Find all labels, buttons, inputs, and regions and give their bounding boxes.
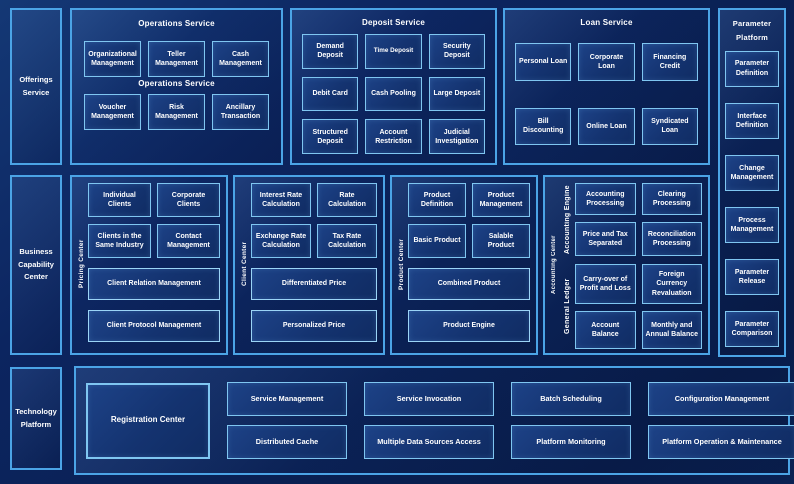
box-contact-management: Contact Management — [157, 224, 220, 258]
box-clients-same-industry: Clients in the Same Industry — [88, 224, 151, 258]
product-center-label: Product Center — [398, 238, 405, 290]
business-capability-center-label: Business Capability Center — [18, 246, 54, 282]
box-voucher-management: Voucher Management — [84, 94, 141, 130]
box-process-management: Process Management — [725, 206, 779, 243]
box-account-restriction: Account Restriction — [365, 119, 422, 154]
box-corporate-loan: Corporate Loan — [578, 43, 635, 81]
box-price-tax-separated: Price and Tax Separated — [575, 222, 636, 256]
box-differentiated-price: Differentiated Price — [251, 268, 377, 300]
box-tax-rate-calculation: Tax Rate Calculation — [317, 224, 377, 258]
box-interest-rate-calculation: Interest Rate Calculation — [251, 183, 311, 217]
box-product-engine: Product Engine — [408, 310, 530, 342]
box-carry-over-profit-loss: Carry-over of Profit and Loss — [575, 264, 636, 304]
technology-platform-label: Technology Platform — [15, 406, 57, 429]
box-salable-product: Salable Product — [472, 224, 530, 258]
technology-platform-panel: Registration Center Service Management D… — [74, 366, 794, 475]
bottom-column-configuration: Configuration Management Platform Operat… — [648, 382, 794, 459]
operations-service-title: Operations Service — [138, 19, 215, 28]
box-structured-deposit: Structured Deposit — [302, 119, 359, 154]
box-ancillary-transaction: Ancillary Transaction — [212, 94, 269, 130]
box-multiple-data-sources-access: Multiple Data Sources Access — [364, 425, 494, 459]
parameter-platform-panel: Parameter Platform Parameter Definition … — [718, 8, 786, 357]
box-financing-credit: Financing Credit — [641, 43, 698, 81]
client-center-label: Client Center — [241, 241, 248, 287]
box-debit-card: Debit Card — [302, 76, 359, 112]
bottom-column-batch: Batch Scheduling Platform Monitoring — [511, 382, 631, 459]
operations-service-panel: Operations Service Organizational Manage… — [70, 8, 283, 165]
box-personalized-price: Personalized Price — [251, 310, 377, 342]
parameter-platform-title: Parameter Platform — [732, 19, 772, 43]
general-ledger-label: General Ledger — [564, 278, 571, 335]
box-reconciliation-processing: Reconciliation Processing — [641, 222, 702, 256]
box-parameter-definition: Parameter Definition — [725, 50, 779, 87]
box-risk-management: Risk Management — [148, 94, 205, 130]
box-syndicated-loan: Syndicated Loan — [641, 107, 698, 145]
box-organizational-management: Organizational Management — [84, 41, 141, 77]
product-center-panel: Product Center Product Definition Produc… — [390, 175, 538, 355]
bottom-column-service: Service Management Distributed Cache — [227, 382, 347, 459]
box-platform-monitoring: Platform Monitoring — [511, 425, 631, 459]
box-online-loan: Online Loan — [578, 107, 635, 145]
box-rate-calculation: Rate Calculation — [317, 183, 377, 217]
box-large-deposit: Large Deposit — [428, 76, 485, 112]
box-parameter-comparison: Parameter Comparison — [725, 310, 779, 347]
pricing-center-label: Pricing Center — [78, 239, 85, 289]
box-configuration-management: Configuration Management — [648, 382, 794, 416]
loan-service-title: Loan Service — [580, 18, 633, 27]
box-basic-product: Basic Product — [408, 224, 466, 258]
box-registration-center: Registration Center — [86, 382, 210, 459]
box-demand-deposit: Demand Deposit — [302, 34, 359, 69]
box-foreign-currency-revaluation: Foreign Currency Revaluation — [641, 264, 702, 304]
business-capability-center-rail: Business Capability Center — [10, 175, 62, 355]
technology-platform-rail: Technology Platform — [10, 367, 62, 470]
box-personal-loan: Personal Loan — [515, 43, 572, 81]
accounting-engine-group: Accounting Engine Accounting Processing … — [560, 183, 702, 256]
box-time-deposit: Time Deposit — [365, 34, 422, 69]
box-accounting-processing: Accounting Processing — [575, 183, 636, 215]
box-bill-discounting: Bill Discounting — [515, 107, 572, 145]
box-account-balance: Account Balance — [575, 311, 636, 349]
loan-service-panel: Loan Service Personal Loan Corporate Loa… — [503, 8, 710, 165]
box-monthly-annual-balance: Monthly and Annual Balance — [641, 311, 702, 349]
box-parameter-release: Parameter Release — [725, 258, 779, 295]
box-corporate-clients: Corporate Clients — [157, 183, 220, 217]
box-product-management: Product Management — [472, 183, 530, 217]
box-exchange-rate-calculation: Exchange Rate Calculation — [251, 224, 311, 258]
box-batch-scheduling: Batch Scheduling — [511, 382, 631, 416]
pricing-center-panel: Pricing Center Individual Clients Corpor… — [70, 175, 228, 355]
general-ledger-group: General Ledger Carry-over of Profit and … — [560, 264, 702, 349]
box-combined-product: Combined Product — [408, 268, 530, 300]
accounting-center-label: Accounting Center — [551, 235, 557, 295]
box-service-management: Service Management — [227, 382, 347, 416]
box-judicial-investigation: Judicial Investigation — [428, 119, 485, 154]
client-center-panel: Client Center Interest Rate Calculation … — [233, 175, 385, 355]
box-security-deposit: Security Deposit — [428, 34, 485, 69]
operations-service-mid-label: Operations Service — [138, 79, 215, 88]
offerings-service-label: Offerings Service — [19, 74, 53, 97]
deposit-service-title: Deposit Service — [361, 18, 426, 27]
accounting-engine-label: Accounting Engine — [564, 185, 571, 254]
box-client-protocol-management: Client Protocol Management — [88, 310, 220, 342]
box-platform-operation-maintenance: Platform Operation & Maintenance — [648, 425, 794, 459]
box-distributed-cache: Distributed Cache — [227, 425, 347, 459]
box-change-management: Change Management — [725, 154, 779, 191]
box-teller-management: Teller Management — [148, 41, 205, 77]
box-cash-pooling: Cash Pooling — [365, 76, 422, 112]
box-client-relation-management: Client Relation Management — [88, 268, 220, 300]
bottom-column-invocation: Service Invocation Multiple Data Sources… — [364, 382, 494, 459]
box-product-definition: Product Definition — [408, 183, 466, 217]
box-service-invocation: Service Invocation — [364, 382, 494, 416]
offerings-service-rail: Offerings Service — [10, 8, 62, 165]
box-individual-clients: Individual Clients — [88, 183, 151, 217]
box-interface-definition: Interface Definition — [725, 102, 779, 139]
box-cash-management: Cash Management — [212, 41, 269, 77]
box-clearing-processing: Clearing Processing — [641, 183, 702, 215]
accounting-center-panel: Accounting Center Accounting Engine Acco… — [543, 175, 710, 355]
deposit-service-panel: Deposit Service Demand Deposit Time Depo… — [290, 8, 497, 165]
